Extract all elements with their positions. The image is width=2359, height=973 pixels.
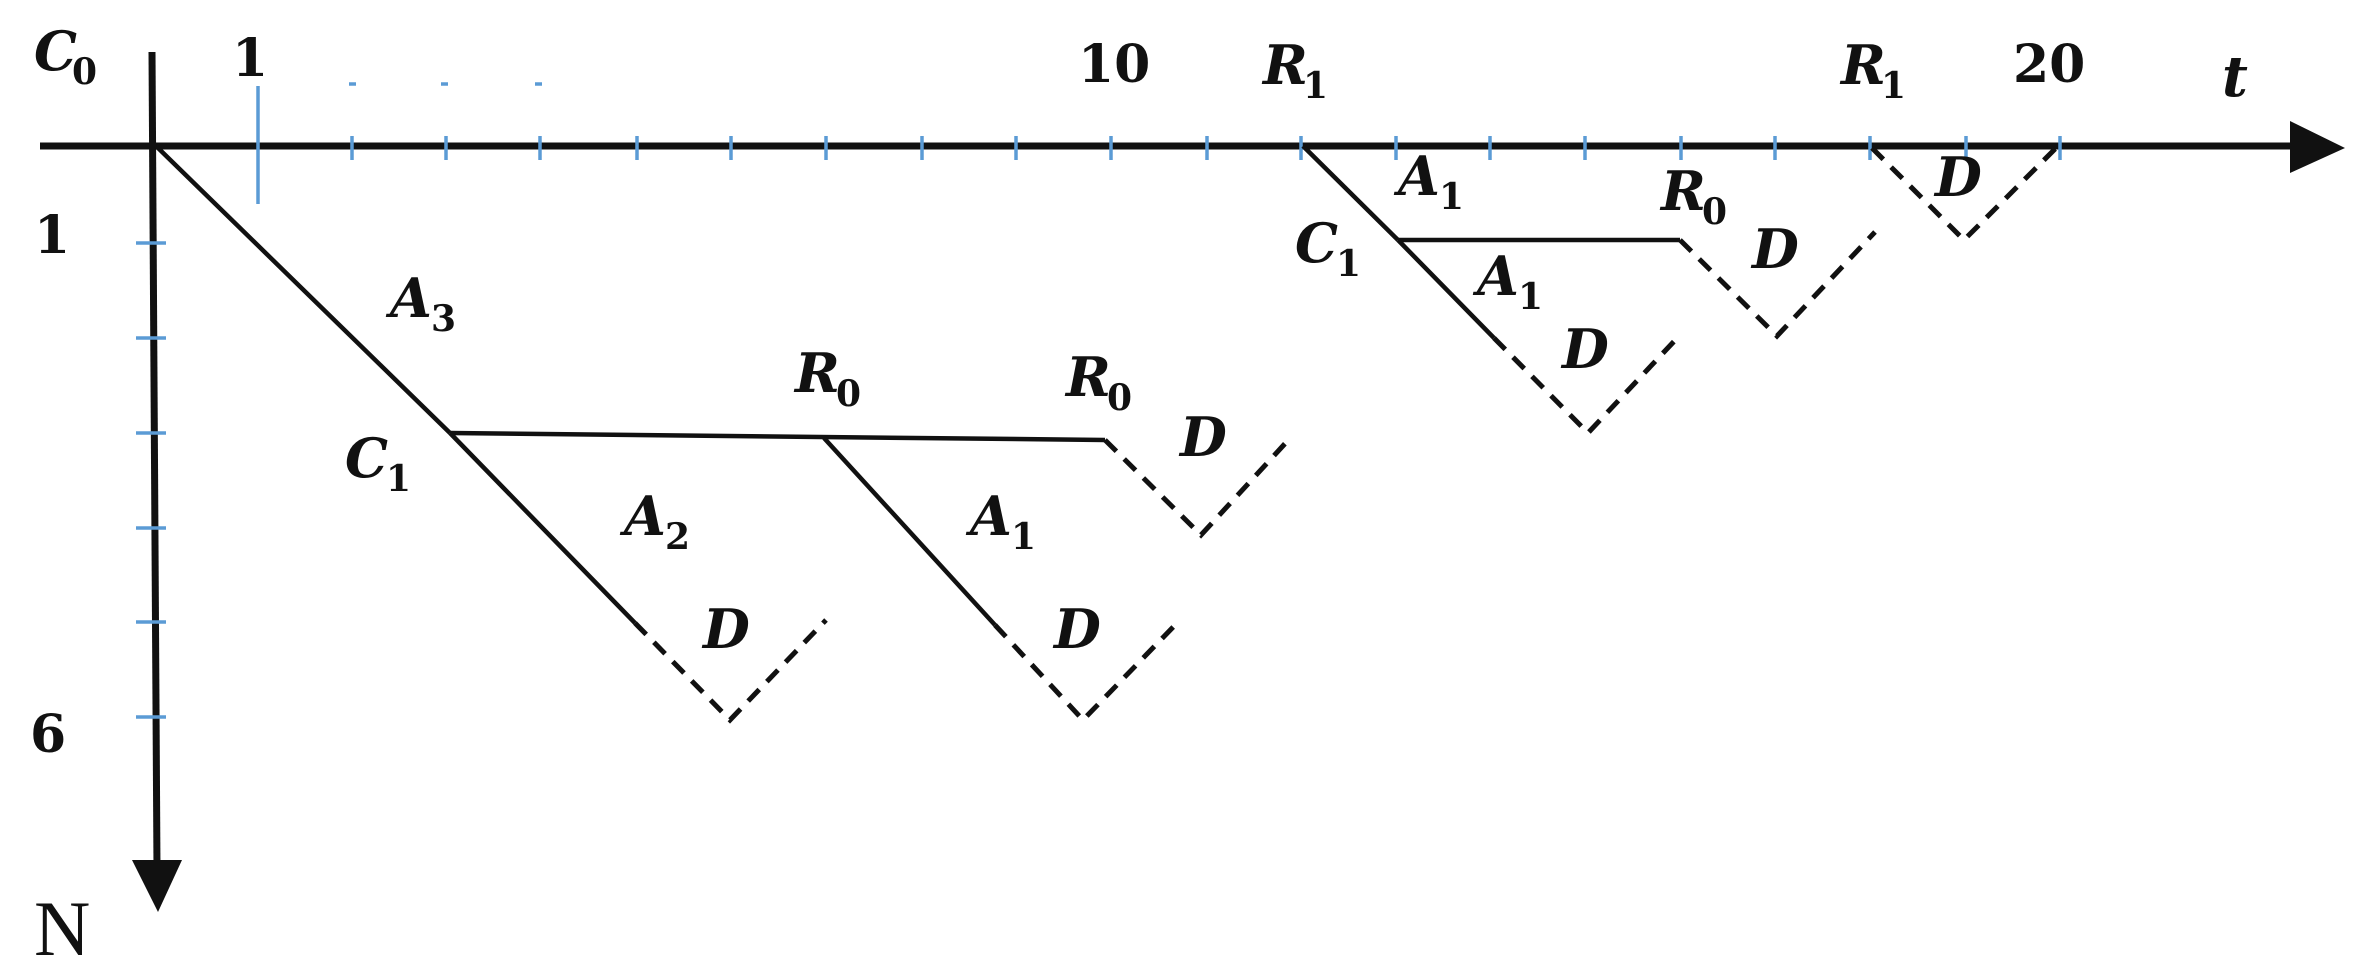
n-axis-ticks (136, 241, 166, 719)
svg-text:R: R (1261, 33, 1308, 97)
branch-r0-horizontal (449, 430, 1106, 443)
event-r1-second: R 1 (1839, 33, 1906, 107)
svg-text:R: R (1839, 33, 1886, 97)
label-a2: A 2 (619, 484, 690, 558)
dashed-d-b (1678, 230, 1877, 340)
svg-text:1: 1 (1336, 243, 1361, 285)
label-d-6: D (1933, 145, 1982, 209)
svg-text:1: 1 (1439, 176, 1464, 218)
svg-text:0: 0 (836, 373, 861, 415)
t-axis-arrowhead (2290, 121, 2345, 173)
label-a1-top: A 1 (1393, 144, 1464, 218)
t-tick-label-1: 1 (232, 28, 268, 89)
label-r0-left: R 0 (793, 341, 861, 415)
label-r0-top: R 0 (1659, 159, 1727, 233)
svg-text:R: R (793, 341, 840, 405)
label-d-4: D (1560, 317, 1609, 381)
svg-text:1: 1 (1881, 65, 1906, 107)
branch-a1 (822, 436, 997, 627)
branch-a2 (448, 431, 637, 625)
svg-text:A: A (385, 266, 432, 330)
svg-text:A: A (1472, 244, 1519, 308)
svg-text:A: A (965, 484, 1012, 548)
label-a1-left: A 1 (965, 484, 1036, 558)
label-d-5: D (1750, 217, 1799, 281)
label-d-1: D (701, 597, 750, 661)
dashed-d-a (1492, 333, 1682, 437)
label-r0-right: R 0 (1064, 345, 1132, 419)
n-axis-label: N (34, 885, 90, 972)
svg-text:1: 1 (1518, 276, 1543, 318)
origin-label: C 0 (34, 19, 97, 93)
n-axis (148, 51, 161, 871)
svg-text:C: C (1295, 211, 1338, 275)
event-r1-first: R 1 (1261, 33, 1328, 107)
t-axis-label: t (2222, 44, 2248, 110)
svg-text:R: R (1064, 345, 1111, 409)
svg-text:1: 1 (386, 458, 411, 500)
svg-text:0: 0 (72, 51, 97, 93)
label-c1-left: C 1 (345, 426, 411, 500)
svg-text:C: C (345, 426, 388, 490)
svg-text:C: C (34, 19, 77, 83)
label-d-2: D (1052, 597, 1101, 661)
t-axis-ticks (256, 82, 2062, 204)
label-a1-mid: A 1 (1472, 244, 1543, 318)
n-tick-label-6: 6 (30, 704, 66, 765)
dashed-d-middle (993, 618, 1182, 724)
svg-text:3: 3 (431, 298, 456, 340)
dashed-d-c (1870, 144, 2060, 244)
svg-text:0: 0 (1702, 191, 1727, 233)
svg-text:1: 1 (1011, 516, 1036, 558)
right-tree (1301, 144, 2060, 437)
label-a3: A 3 (385, 266, 456, 340)
t-tick-label-20: 20 (2013, 34, 2085, 95)
label-d-3: D (1178, 405, 1227, 469)
branch-a1-lower (1396, 238, 1496, 340)
branch-a3 (154, 144, 452, 435)
t-tick-label-10: 10 (1078, 34, 1150, 95)
svg-text:1: 1 (1303, 65, 1328, 107)
svg-text:0: 0 (1107, 377, 1132, 419)
svg-text:2: 2 (665, 516, 690, 558)
svg-text:A: A (1393, 144, 1440, 208)
label-c1-right: C 1 (1295, 211, 1361, 285)
dashed-d-right (1103, 434, 1294, 539)
n-axis-arrowhead (132, 860, 182, 912)
svg-text:R: R (1659, 159, 1706, 223)
dashed-d-left (633, 618, 828, 724)
left-tree (154, 144, 1294, 724)
svg-text:A: A (619, 484, 666, 548)
n-tick-label-1: 1 (34, 205, 70, 266)
branch-a1-top (1301, 144, 1400, 242)
